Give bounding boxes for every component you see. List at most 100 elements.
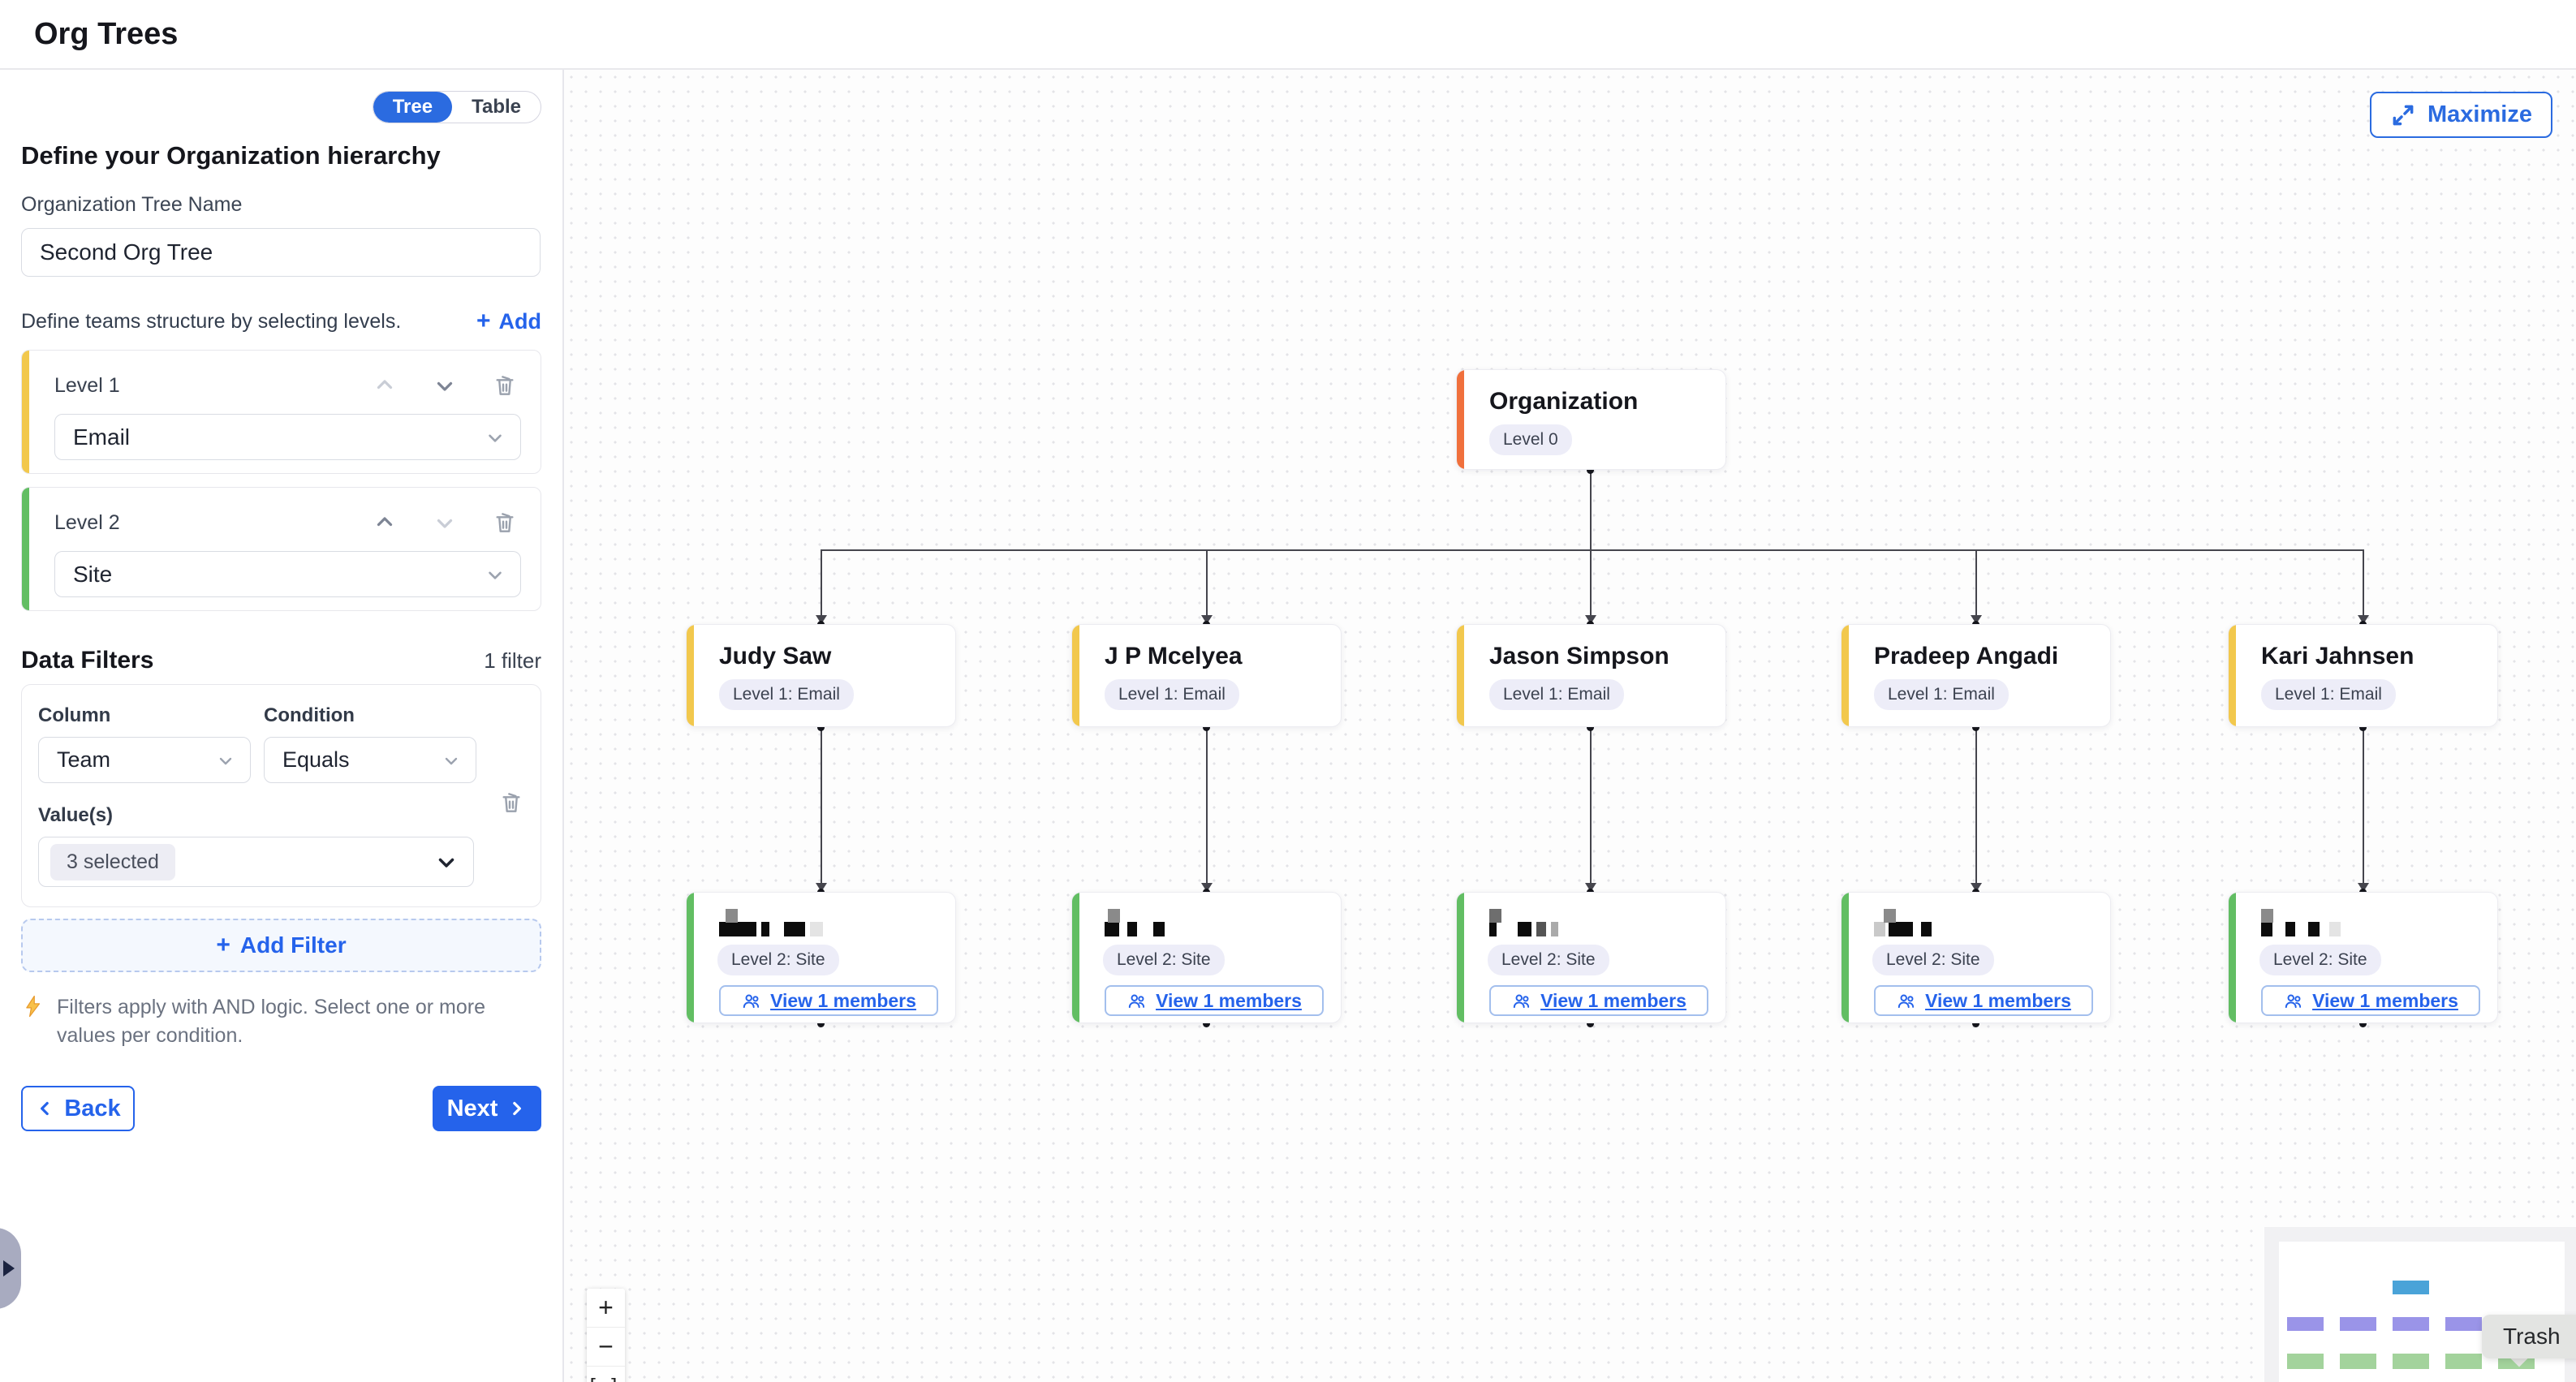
connector-line xyxy=(1206,549,1208,615)
filter-card: Column Team Condition Equals xyxy=(21,684,541,907)
view-members-button[interactable]: View 1 members xyxy=(1874,985,2093,1016)
redacted-title xyxy=(1105,907,1321,936)
node-title: J P Mcelyea xyxy=(1105,643,1243,669)
condition-select[interactable]: Equals xyxy=(264,737,476,783)
org-node-level2[interactable]: Level 2: Site View 1 members xyxy=(1456,892,1726,1023)
node-accent-bar xyxy=(2229,893,2236,1023)
level-badge: Level 1: Email xyxy=(1105,679,1239,710)
users-icon xyxy=(1898,994,1915,1009)
redacted-title xyxy=(2261,907,2478,936)
node-accent-bar xyxy=(1072,893,1079,1023)
users-icon xyxy=(743,994,760,1009)
connection-handle xyxy=(1587,467,1594,474)
org-node-level2[interactable]: Level 2: Site View 1 members xyxy=(1841,892,2111,1023)
org-tree-canvas[interactable]: Maximize xyxy=(564,70,2576,1382)
filters-note: Filters apply with AND logic. Select one… xyxy=(57,996,485,1047)
condition-label: Condition xyxy=(264,704,355,726)
org-node-level1[interactable]: Jason Simpson Level 1: Email xyxy=(1456,624,1726,727)
chevron-down-icon xyxy=(489,434,502,442)
arrowhead xyxy=(816,615,827,624)
org-node-level1[interactable]: Judy Saw Level 1: Email xyxy=(686,624,956,727)
zoom-out-button[interactable]: − xyxy=(587,1328,625,1367)
connector-line xyxy=(1590,727,1592,883)
org-node-level1[interactable]: Pradeep Angadi Level 1: Email xyxy=(1841,624,2111,727)
node-accent-bar xyxy=(687,893,694,1023)
tree-name-label: Organization Tree Name xyxy=(21,193,243,216)
node-accent-bar xyxy=(1457,370,1464,469)
org-node-level1[interactable]: Kari Jahnsen Level 1: Email xyxy=(2228,624,2498,727)
toggle-table[interactable]: Table xyxy=(472,96,521,118)
org-node-level2[interactable]: Level 2: Site View 1 members xyxy=(686,892,956,1023)
connector-line xyxy=(1975,727,1977,883)
chevron-down-icon xyxy=(438,858,454,868)
trash-icon[interactable] xyxy=(489,509,521,536)
move-down-icon[interactable] xyxy=(429,372,461,399)
chevron-left-icon xyxy=(41,1101,50,1116)
connection-handle xyxy=(1203,1020,1210,1027)
connection-handle xyxy=(2359,1020,2367,1027)
trash-icon[interactable] xyxy=(495,789,528,816)
view-members-button[interactable]: View 1 members xyxy=(1489,985,1708,1016)
level-badge: Level 2: Site xyxy=(1872,945,1994,975)
values-select[interactable]: 3 selected xyxy=(38,837,474,887)
trash-icon[interactable] xyxy=(489,372,521,399)
node-title: Pradeep Angadi xyxy=(1874,643,2059,669)
arrowhead xyxy=(2358,883,2369,892)
column-select[interactable]: Team xyxy=(38,737,251,783)
org-node-level2[interactable]: Level 2: Site View 1 members xyxy=(2228,892,2498,1023)
chevron-down-icon xyxy=(489,571,502,579)
hierarchy-heading: Define your Organization hierarchy xyxy=(21,141,441,170)
org-node-level1[interactable]: J P Mcelyea Level 1: Email xyxy=(1071,624,1342,727)
level-2-select[interactable]: Site xyxy=(54,551,521,597)
minimap-level2-node xyxy=(2445,1354,2482,1369)
users-icon xyxy=(1513,994,1530,1009)
view-members-button[interactable]: View 1 members xyxy=(2261,985,2480,1016)
arrowhead xyxy=(2358,615,2369,624)
tree-name-input[interactable]: Second Org Tree xyxy=(21,228,541,277)
minimap-level1-node xyxy=(2287,1317,2324,1331)
level-badge: Level 2: Site xyxy=(1488,945,1609,975)
chevron-right-icon xyxy=(513,1101,522,1116)
move-up-icon[interactable] xyxy=(368,509,401,536)
level-1-select[interactable]: Email xyxy=(54,414,521,460)
move-down-icon[interactable] xyxy=(429,509,461,536)
arrowhead xyxy=(816,883,827,892)
zoom-controls: + − [ ] xyxy=(587,1289,625,1382)
plus-icon: + xyxy=(216,932,230,958)
connector-line xyxy=(1975,549,1977,615)
zoom-in-button[interactable]: + xyxy=(587,1289,625,1328)
move-up-icon[interactable] xyxy=(368,372,401,399)
view-mode-toggle: Tree Table xyxy=(372,91,541,123)
level-card-2: Level 2 Site xyxy=(21,487,541,611)
level-badge: Level 1: Email xyxy=(1489,679,1624,710)
toggle-tree[interactable]: Tree xyxy=(373,92,453,123)
page-title: Org Trees xyxy=(34,16,179,51)
add-level-button[interactable]: + Add xyxy=(476,308,541,334)
maximize-button[interactable]: Maximize xyxy=(2370,92,2552,138)
redacted-title xyxy=(719,907,936,936)
org-node-root[interactable]: Organization Level 0 xyxy=(1456,369,1726,470)
data-filters-title: Data Filters xyxy=(21,647,154,674)
minimap[interactable] xyxy=(2264,1227,2576,1382)
minimap-level2-node xyxy=(2393,1354,2429,1369)
selected-count-chip: 3 selected xyxy=(50,843,175,880)
view-members-button[interactable]: View 1 members xyxy=(719,985,938,1016)
config-sidebar: Tree Table Define your Organization hier… xyxy=(0,70,564,1382)
panel-expand-toggle[interactable] xyxy=(0,1228,21,1309)
level-badge: Level 0 xyxy=(1489,424,1572,455)
minimap-level1-node xyxy=(2445,1317,2482,1331)
node-accent-bar xyxy=(1072,625,1079,726)
arrowhead xyxy=(1201,883,1213,892)
level-1-label: Level 1 xyxy=(54,373,120,397)
redacted-title xyxy=(1489,907,1706,936)
minimap-root-node xyxy=(2393,1281,2429,1294)
fit-view-button[interactable]: [ ] xyxy=(587,1367,625,1382)
org-node-level2[interactable]: Level 2: Site View 1 members xyxy=(1071,892,1342,1023)
next-button[interactable]: Next xyxy=(433,1086,541,1131)
add-filter-button[interactable]: + Add Filter xyxy=(21,919,541,972)
view-members-button[interactable]: View 1 members xyxy=(1105,985,1324,1016)
minimap-level2-node xyxy=(2340,1354,2376,1369)
arrowhead xyxy=(1585,883,1596,892)
back-button[interactable]: Back xyxy=(21,1086,135,1131)
node-accent-bar xyxy=(1457,625,1464,726)
